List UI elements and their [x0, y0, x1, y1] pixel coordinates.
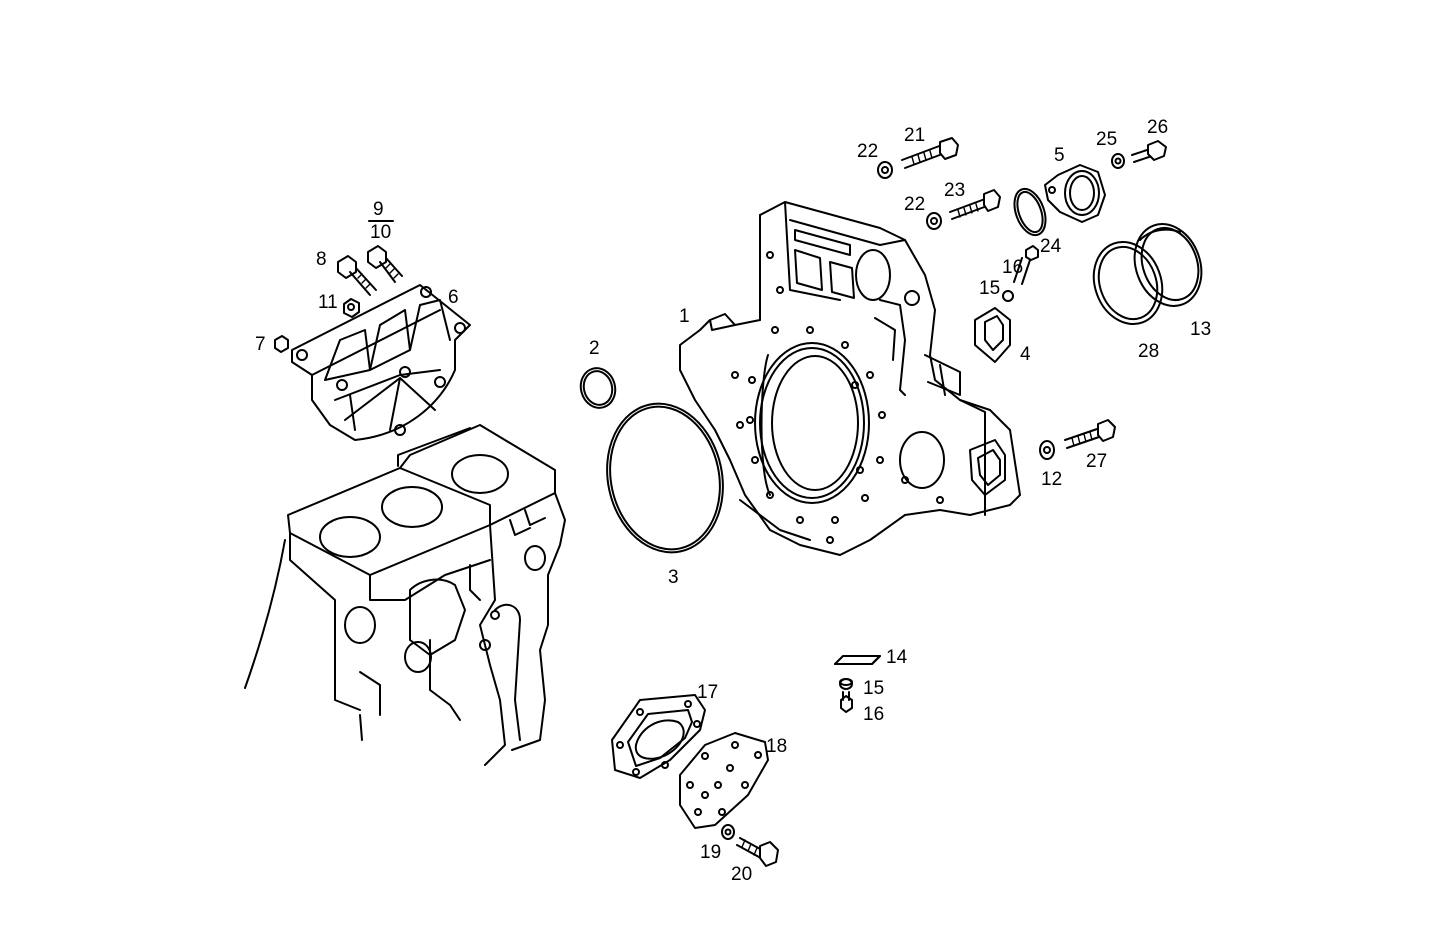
- callout-labels: 1 2 3 4 5 6 7 8 9 10 11 12 13 14 15 15 1…: [255, 117, 1211, 885]
- washer-12: [1039, 440, 1055, 460]
- callout-12: 12: [1041, 469, 1062, 490]
- callout-8: 8: [316, 249, 327, 270]
- flywheel-housing: [679, 201, 1021, 556]
- callout-23: 23: [944, 180, 965, 201]
- plate-14: [834, 655, 881, 665]
- callout-26: 26: [1147, 117, 1168, 138]
- cover-plate-4: [974, 307, 1011, 363]
- callout-21: 21: [904, 125, 925, 146]
- o-ring-24: [1013, 187, 1047, 237]
- gasket-17: [611, 694, 706, 779]
- o-ring-2: [579, 367, 617, 409]
- callout-3: 3: [668, 567, 679, 588]
- washer-19: [721, 824, 735, 840]
- callout-28: 28: [1138, 341, 1159, 362]
- washer-15-lower: [839, 678, 853, 690]
- callout-22-lower: 22: [904, 194, 925, 215]
- ring-28: [1092, 240, 1164, 326]
- callout-10: 10: [370, 222, 391, 243]
- callout-15-upper: 15: [979, 278, 1000, 299]
- screw-21: [901, 137, 959, 169]
- callout-18: 18: [766, 736, 787, 757]
- callout-14: 14: [886, 647, 908, 668]
- support-bracket: [291, 284, 471, 441]
- callout-2: 2: [589, 338, 600, 359]
- callout-4: 4: [1020, 344, 1031, 365]
- callout-5: 5: [1054, 145, 1065, 166]
- seal-13: [1133, 223, 1203, 307]
- callout-9: 9: [373, 199, 384, 220]
- screw-16-lower: [840, 691, 853, 713]
- o-ring-3: [606, 402, 724, 554]
- washer-22-lower: [926, 212, 942, 230]
- engine-block: [244, 424, 566, 766]
- screw-9-10: [367, 245, 403, 283]
- callout-6: 6: [448, 287, 459, 308]
- callout-16-upper: 16: [1002, 257, 1023, 278]
- callout-19: 19: [700, 842, 721, 863]
- screw-20: [736, 837, 779, 867]
- callout-20: 20: [731, 864, 752, 885]
- cover-18: [679, 732, 769, 829]
- screw-8: [337, 255, 377, 296]
- plug-7: [274, 335, 289, 353]
- callout-16-lower: 16: [863, 704, 884, 725]
- washer-25: [1111, 153, 1125, 169]
- seal-housing-5: [1044, 164, 1106, 223]
- washer-22-upper: [877, 161, 893, 179]
- callout-1: 1: [679, 306, 690, 327]
- plug-11: [343, 298, 360, 318]
- callout-22-upper: 22: [857, 141, 878, 162]
- washer-15-upper: [1002, 290, 1014, 302]
- callout-7: 7: [255, 334, 266, 355]
- callout-15-lower: 15: [863, 678, 884, 699]
- callout-25: 25: [1096, 129, 1117, 150]
- callout-11: 11: [318, 292, 338, 313]
- screw-16-upper: [1013, 245, 1039, 285]
- callout-27: 27: [1086, 451, 1107, 472]
- callout-24: 24: [1040, 236, 1062, 257]
- screw-26: [1131, 140, 1167, 163]
- screw-23: [949, 189, 1001, 220]
- callout-13: 13: [1190, 319, 1211, 340]
- callout-17: 17: [697, 682, 718, 703]
- screw-27: [1064, 419, 1116, 449]
